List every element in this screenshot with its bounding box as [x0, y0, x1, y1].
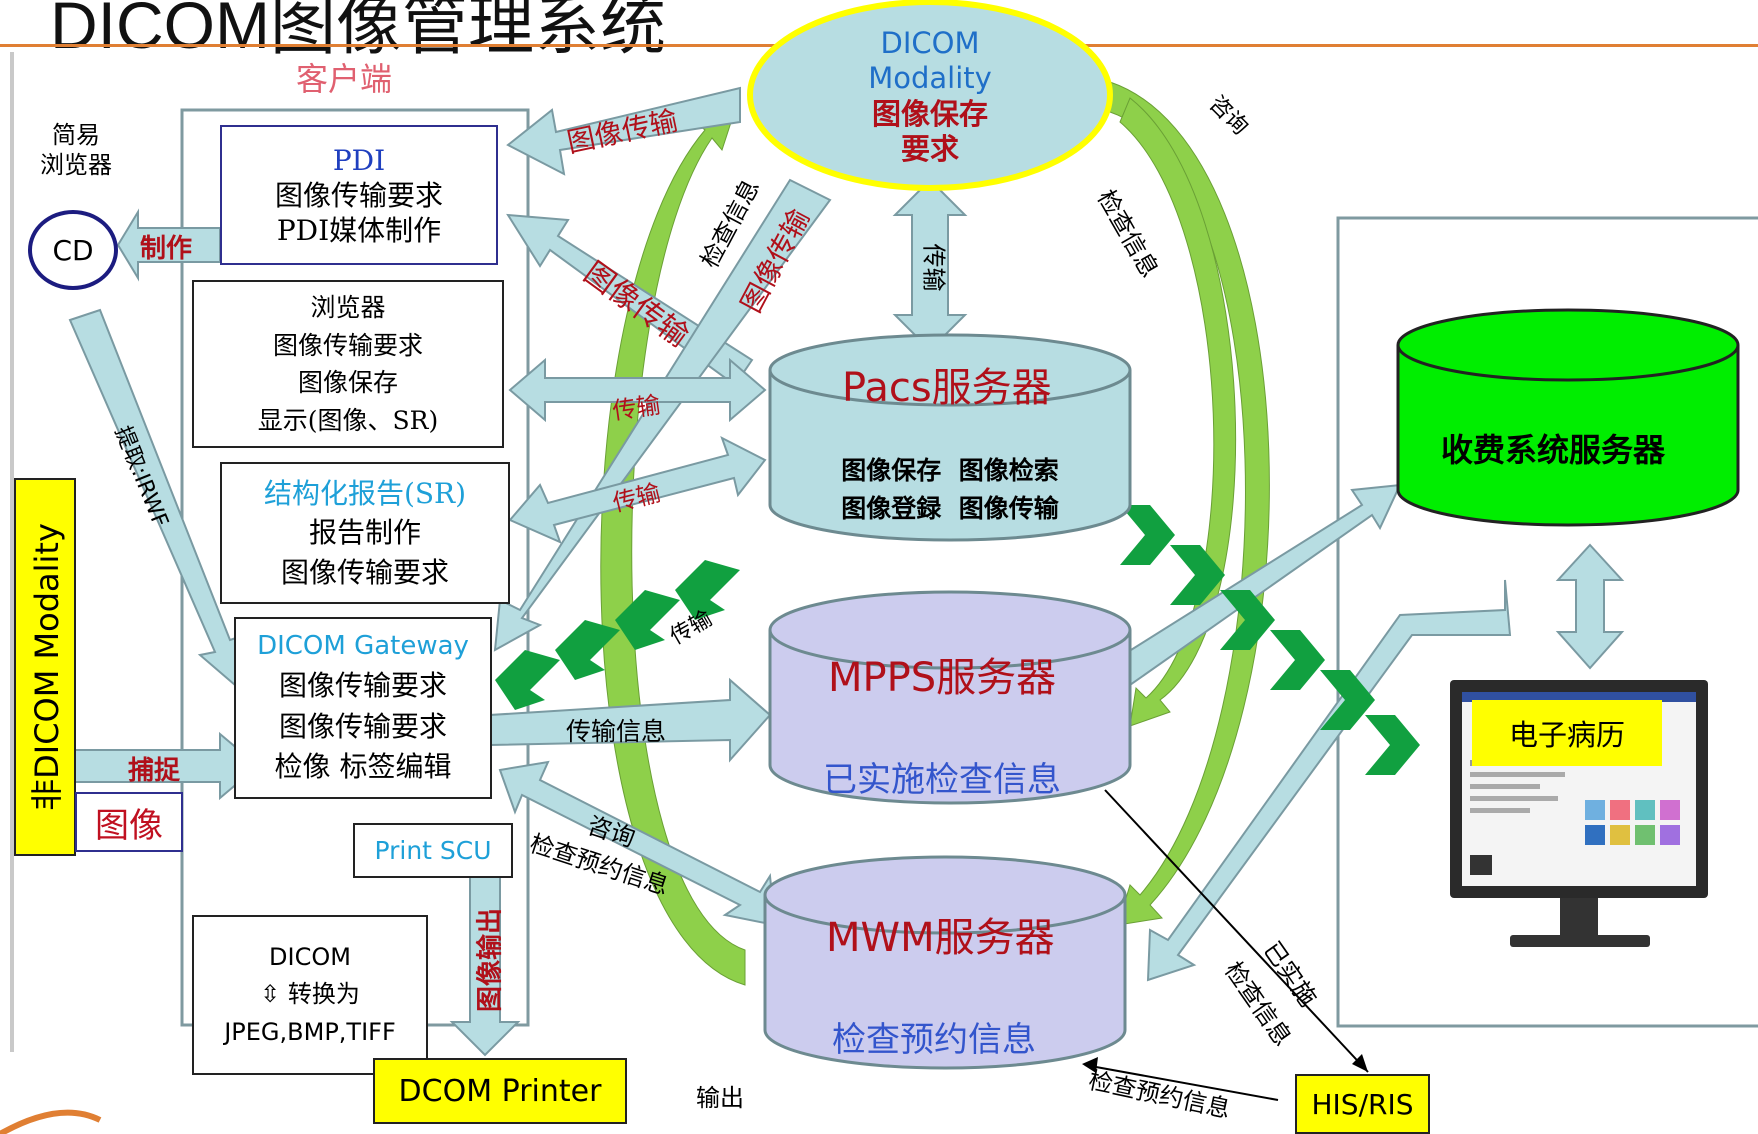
arrow-gateway-mpps: [489, 677, 772, 763]
label-transfer-info: 传输信息: [566, 717, 667, 746]
line-his-mwm-head: [1082, 1057, 1098, 1073]
image-output-label: 图像输出: [475, 907, 506, 1013]
line-mpps-his: [1104, 789, 1369, 1073]
mwm-subtitle: 检查预约信息: [832, 1020, 1036, 1060]
pdi-box[interactable]: PDI 图像传输要求 PDI媒体制作: [220, 125, 498, 265]
gateway-line: 检像 标签编辑: [274, 750, 452, 784]
arrow-browser-pacs: [508, 357, 767, 423]
system-container: [1336, 216, 1758, 1028]
modality-ellipse: [747, 0, 1113, 191]
pdi-line: PDI媒体制作: [276, 213, 442, 247]
arrow-pdi-cd: [116, 208, 221, 282]
mpps-title[interactable]: MPPS服务器: [828, 645, 1056, 703]
printer-label: DCOM Printer: [398, 1073, 602, 1109]
line-mpps-his-head: [1352, 1054, 1368, 1072]
simple-browser-line: 简易: [52, 121, 100, 149]
pacs-title-rest: 务器: [971, 365, 1052, 411]
modality-red-line: 要求: [900, 132, 959, 167]
modality-red-line: 图像保存: [871, 96, 988, 131]
print-scu-box[interactable]: Print SCU: [353, 823, 513, 878]
billing-label[interactable]: 收费系统服务器: [1441, 431, 1666, 469]
convert-line: JPEG,BMP,TIFF: [224, 1017, 396, 1046]
gateway-line: 图像传输要求: [278, 668, 447, 702]
mwm-title-red: MWM服: [826, 915, 975, 961]
arrow-print: [449, 874, 521, 1057]
mpps-subtitle: 已实施检查信息: [823, 760, 1061, 800]
sr-line: 图像传输要求: [280, 555, 449, 589]
sr-line: 报告制作: [308, 516, 421, 550]
non-dicom-modality-box[interactable]: [14, 478, 76, 856]
convert-box[interactable]: DICOM ⇳ 转换为 JPEG,BMP,TIFF: [192, 915, 428, 1075]
green-curve-right-outer: [1109, 81, 1270, 926]
mpps-cylinder: [768, 590, 1132, 805]
arrow-modality-gateway: [493, 178, 832, 652]
label-transfer-1: 传输: [610, 390, 663, 426]
image-label-box: 图像: [75, 792, 183, 852]
arrow-billing-emr: [1555, 543, 1625, 670]
sr-box[interactable]: 结构化报告(SR) 报告制作 图像传输要求: [220, 462, 510, 604]
sr-title: 结构化报告(SR): [263, 477, 467, 511]
convert-line: DICOM: [269, 943, 351, 972]
non-dicom-modality-label: 非DICOM Modality: [28, 523, 66, 811]
client-label: 客户端: [296, 60, 393, 98]
make-label: 制作: [140, 234, 193, 264]
modality-line: DICOM: [880, 26, 980, 60]
mwm-title-end: 器: [1014, 915, 1055, 961]
arrow-his-mwm: [1146, 579, 1512, 982]
mpps-title-rest: 务: [976, 655, 1017, 701]
line-his-mwm: [1084, 1064, 1279, 1101]
convert-line: ⇳ 转换为: [260, 980, 360, 1009]
mwm-cylinder: [763, 855, 1127, 1070]
mpps-title-end: 器: [1016, 655, 1057, 701]
gateway-title: DICOM Gateway: [257, 631, 469, 662]
output-label: 输出: [696, 1084, 744, 1112]
mpps-title-red: MPPS服: [828, 655, 977, 701]
mwm-title[interactable]: MWM服务器: [826, 905, 1055, 963]
cd-disc[interactable]: CD: [28, 210, 118, 290]
page-title: DICOM图像管理系统: [50, 0, 666, 62]
emr-label: 电子病历: [1508, 718, 1625, 752]
pdi-title: PDI: [332, 143, 386, 177]
cd-label: CD: [52, 233, 94, 267]
pdi-line: 图像传输要求: [274, 178, 443, 212]
pacs-line: 图像保存 图像检索: [841, 456, 1059, 485]
pacs-line: 图像登録 图像传输: [841, 493, 1059, 523]
gateway-box[interactable]: DICOM Gateway 图像传输要求 图像传输要求 检像 标签编辑: [234, 617, 492, 799]
print-scu-label: Print SCU: [374, 836, 492, 865]
browser-line: 浏览器: [310, 293, 386, 322]
arrow-modality-pdi: [506, 86, 741, 176]
mwm-title-rest: 务: [974, 915, 1015, 961]
arrow-sr-pacs: [508, 435, 767, 544]
simple-browser-label: 简易 浏览器: [28, 120, 124, 180]
browser-box[interactable]: 浏览器 图像传输要求 图像保存 显示(图像、SR): [192, 280, 504, 448]
modality-text[interactable]: DICOM Modality 图像保存 要求: [790, 26, 1070, 168]
chevrons-left: [495, 560, 740, 710]
browser-line: 显示(图像、SR): [257, 405, 439, 435]
browser-line: 图像保存: [297, 368, 398, 397]
pacs-cylinder: [768, 333, 1132, 542]
capture-label: 捕捉: [128, 756, 181, 786]
emr-label-box[interactable]: 电子病历: [1472, 700, 1662, 766]
billing-cylinder: [1396, 308, 1740, 527]
simple-browser-line: 浏览器: [40, 151, 112, 179]
modality-line: Modality: [868, 61, 992, 96]
image-label: 图像: [95, 805, 163, 846]
pacs-lines: 图像保存 图像检索 图像登録 图像传输: [800, 452, 1100, 527]
orange-arc: [0, 1109, 102, 1134]
arrow-mpps-billing: [1113, 483, 1402, 687]
his-ris-label: HIS/RIS: [1311, 1087, 1414, 1121]
gateway-line: 图像传输要求: [278, 709, 447, 743]
chevrons-right: [1120, 505, 1420, 775]
pacs-title[interactable]: Pacs服务器: [842, 355, 1052, 413]
left-rule: [10, 52, 14, 1052]
pacs-title-red: Pacs服: [842, 365, 972, 411]
printer-box[interactable]: DCOM Printer: [373, 1058, 627, 1124]
label-transfer-v: 传输: [919, 243, 948, 292]
browser-line: 图像传输要求: [272, 330, 423, 360]
his-ris-box[interactable]: HIS/RIS: [1295, 1074, 1430, 1134]
